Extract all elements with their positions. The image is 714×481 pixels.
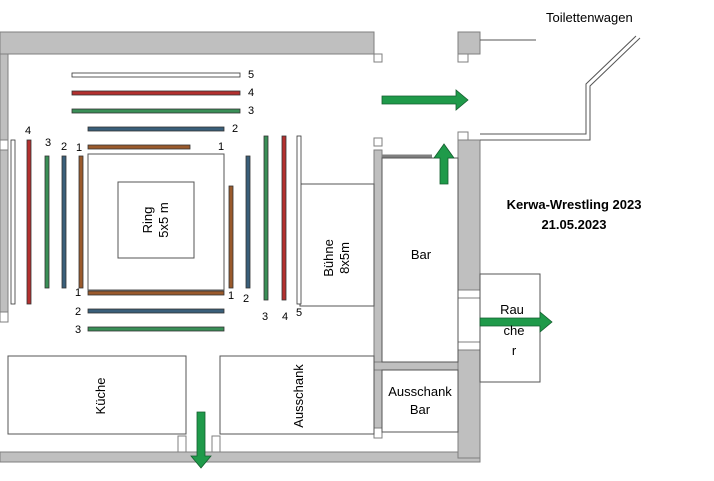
taproom-label: Ausschank bbox=[291, 364, 306, 428]
ring-label-line2: 5x5 m bbox=[156, 202, 171, 237]
door-post bbox=[457, 341, 481, 351]
bench-right-4 bbox=[281, 135, 287, 301]
row-number-left: 3 bbox=[45, 137, 51, 149]
taproom bbox=[219, 355, 375, 435]
door-post bbox=[373, 427, 383, 439]
bench-right-1 bbox=[228, 185, 234, 289]
stage-label-line2: 8x5m bbox=[337, 242, 352, 274]
ring-label-line1: Ring bbox=[140, 207, 155, 234]
arrow-right-icon bbox=[479, 311, 553, 333]
bench-top-2 bbox=[87, 126, 225, 132]
wall-left-lower bbox=[0, 149, 9, 321]
bench-left-1 bbox=[78, 155, 84, 289]
bench-left-3 bbox=[44, 155, 50, 289]
row-number-left: 1 bbox=[76, 142, 82, 154]
bench-left-2 bbox=[61, 155, 67, 289]
bench-right-2 bbox=[245, 155, 251, 289]
row-number-right: 2 bbox=[243, 293, 249, 305]
door-post bbox=[373, 53, 383, 63]
bench-top-3 bbox=[71, 108, 241, 114]
row-number-right: 1 bbox=[228, 290, 234, 302]
row-number-right: 3 bbox=[262, 311, 268, 323]
row-number-right: 4 bbox=[282, 311, 288, 323]
wall-bar-left bbox=[373, 149, 383, 369]
ring-inner bbox=[117, 181, 195, 259]
ring-label: Ring 5x5 m bbox=[140, 202, 171, 237]
wall-ausschank-divider bbox=[373, 369, 383, 431]
smoker-label-line2: che bbox=[504, 323, 525, 338]
door-post bbox=[457, 289, 481, 299]
row-number-top: 1 bbox=[218, 141, 224, 153]
bench-top-4 bbox=[71, 90, 241, 96]
bench-bottom-3 bbox=[87, 326, 225, 332]
row-number-left: 2 bbox=[61, 141, 67, 153]
rooms bbox=[7, 153, 541, 435]
stage bbox=[299, 183, 375, 307]
wall-bar-bottom bbox=[373, 361, 459, 371]
bench-bottom-1 bbox=[87, 290, 225, 296]
bench-right-3 bbox=[263, 135, 269, 301]
toilet-wagon-outline bbox=[480, 35, 637, 135]
arrow-down-icon bbox=[190, 411, 212, 469]
door-post bbox=[373, 137, 383, 147]
stage-label: Bühne 8x5m bbox=[321, 239, 352, 277]
smoker-area bbox=[479, 273, 541, 383]
row-number-top: 3 bbox=[248, 105, 254, 117]
row-number-right: 5 bbox=[296, 307, 302, 319]
row-number-left: 4 bbox=[25, 125, 31, 137]
kitchen-label-text: Küche bbox=[93, 378, 108, 415]
door-post bbox=[177, 435, 187, 453]
wall-top-left bbox=[0, 31, 375, 55]
bench-bottom-2 bbox=[87, 308, 225, 314]
arrow-up-icon bbox=[433, 143, 455, 185]
wall-right-upper bbox=[457, 139, 481, 291]
event-date: 21.05.2023 bbox=[541, 217, 606, 232]
wall-top-right bbox=[457, 31, 481, 55]
benches bbox=[10, 72, 302, 332]
row-number-bottom: 3 bbox=[75, 324, 81, 336]
wall-left-upper bbox=[0, 53, 9, 151]
bench-left-4 bbox=[26, 139, 32, 305]
door-post bbox=[0, 311, 9, 323]
row-number-bottom: 2 bbox=[75, 306, 81, 318]
taproom-bar-label-line1: Ausschank bbox=[388, 384, 452, 399]
bench-top-5 bbox=[71, 72, 241, 78]
toilet-wagon-outline bbox=[480, 37, 641, 141]
row-number-top: 4 bbox=[248, 87, 254, 99]
taproom-bar bbox=[381, 369, 459, 433]
exit-arrows bbox=[190, 89, 553, 469]
row-number-top: 2 bbox=[232, 123, 238, 135]
bench-right-5 bbox=[296, 135, 302, 305]
toilet-wagon-label: Toilettenwagen bbox=[546, 10, 633, 25]
kitchen-label: Küche bbox=[93, 378, 108, 415]
door-post bbox=[211, 435, 221, 453]
door-post bbox=[457, 53, 469, 63]
row-numbers: 5 4 3 2 1 4 3 2 1 1 2 3 1 2 3 4 5 bbox=[25, 69, 302, 336]
event-title: Kerwa-Wrestling 2023 bbox=[507, 197, 642, 212]
wall-right-lower bbox=[457, 347, 481, 459]
row-number-bottom: 1 bbox=[75, 287, 81, 299]
wall-bottom bbox=[0, 451, 481, 463]
smoker-label-line1: Rau bbox=[500, 302, 524, 317]
taproom-bar-label-line2: Bar bbox=[410, 402, 431, 417]
bar-area bbox=[381, 157, 459, 363]
door-post bbox=[457, 131, 469, 141]
bench-left-white bbox=[10, 139, 16, 305]
smoker-label-line3: r bbox=[512, 343, 517, 358]
arrow-right-icon bbox=[381, 89, 469, 111]
taproom-label-text: Ausschank bbox=[291, 364, 306, 428]
door-post bbox=[0, 139, 9, 151]
kitchen bbox=[7, 355, 187, 435]
row-number-top: 5 bbox=[248, 69, 254, 81]
bar-label: Bar bbox=[411, 247, 432, 262]
door-posts bbox=[0, 53, 481, 453]
bench-top-1 bbox=[87, 144, 191, 150]
stage-label-line1: Bühne bbox=[321, 239, 336, 277]
